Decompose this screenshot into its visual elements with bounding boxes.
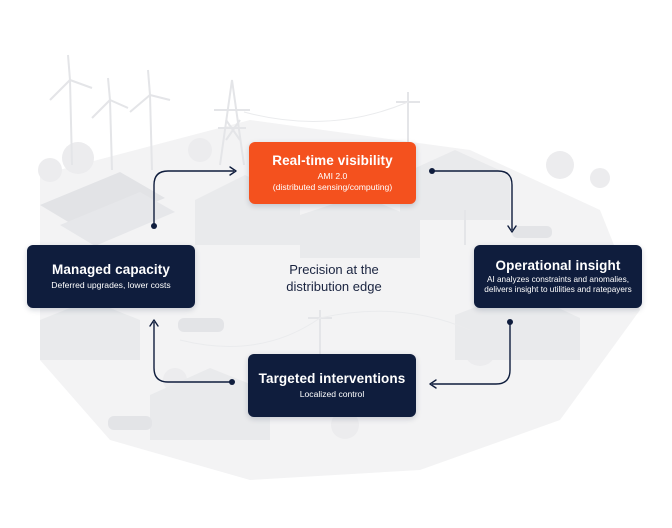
node-title: Targeted interventions (258, 371, 406, 386)
node-title: Operational insight (495, 257, 621, 273)
solar-panel-icon (60, 192, 175, 246)
connector-bottom-to-left (153, 322, 232, 383)
node-targeted-interventions: Targeted interventions Localized control (248, 354, 416, 417)
tree-icon (38, 158, 62, 182)
node-title: Managed capacity (52, 262, 170, 277)
node-title: Real-time visibility (272, 153, 393, 168)
connector-top-to-right (432, 170, 513, 230)
node-managed-capacity: Managed capacity Deferred upgrades, lowe… (27, 245, 195, 308)
node-subtitle: AMI 2.0 (distributed sensing/computing) (272, 171, 393, 192)
node-real-time-visibility: Real-time visibility AMI 2.0 (distribute… (249, 142, 416, 204)
tree-icon (590, 168, 610, 188)
connector-left-to-top (153, 170, 234, 226)
tree-icon (546, 151, 574, 179)
arrowhead-up-icon (149, 319, 159, 327)
tree-icon (62, 142, 94, 174)
node-subtitle: AI analyzes constraints and anomalies, d… (484, 274, 632, 295)
tree-icon (188, 138, 212, 162)
node-subtitle: Localized control (299, 389, 365, 399)
tree-icon (331, 411, 359, 439)
node-subtitle: Deferred upgrades, lower costs (51, 280, 171, 290)
car-icon (512, 226, 552, 238)
connector-start-dot (229, 379, 235, 385)
car-icon (108, 416, 152, 430)
wind-turbine-icon (91, 77, 129, 171)
connector-right-to-bottom (432, 322, 511, 385)
wind-turbine-icon (49, 54, 93, 166)
connector-start-dot (151, 223, 157, 229)
center-label: Precision at the distribution edge (286, 262, 382, 294)
arrowhead-right-icon (229, 166, 237, 176)
power-pylon-icon (214, 79, 250, 166)
wind-turbine-icon (129, 69, 171, 171)
arrowhead-left-icon (429, 379, 437, 389)
solar-panel-icon (40, 172, 165, 232)
node-operational-insight: Operational insight AI analyzes constrai… (474, 245, 642, 308)
car-icon (178, 318, 224, 332)
arrowhead-down-icon (507, 225, 517, 233)
power-lines (179, 101, 471, 347)
connector-start-dot (507, 319, 513, 325)
connector-start-dot (429, 168, 435, 174)
